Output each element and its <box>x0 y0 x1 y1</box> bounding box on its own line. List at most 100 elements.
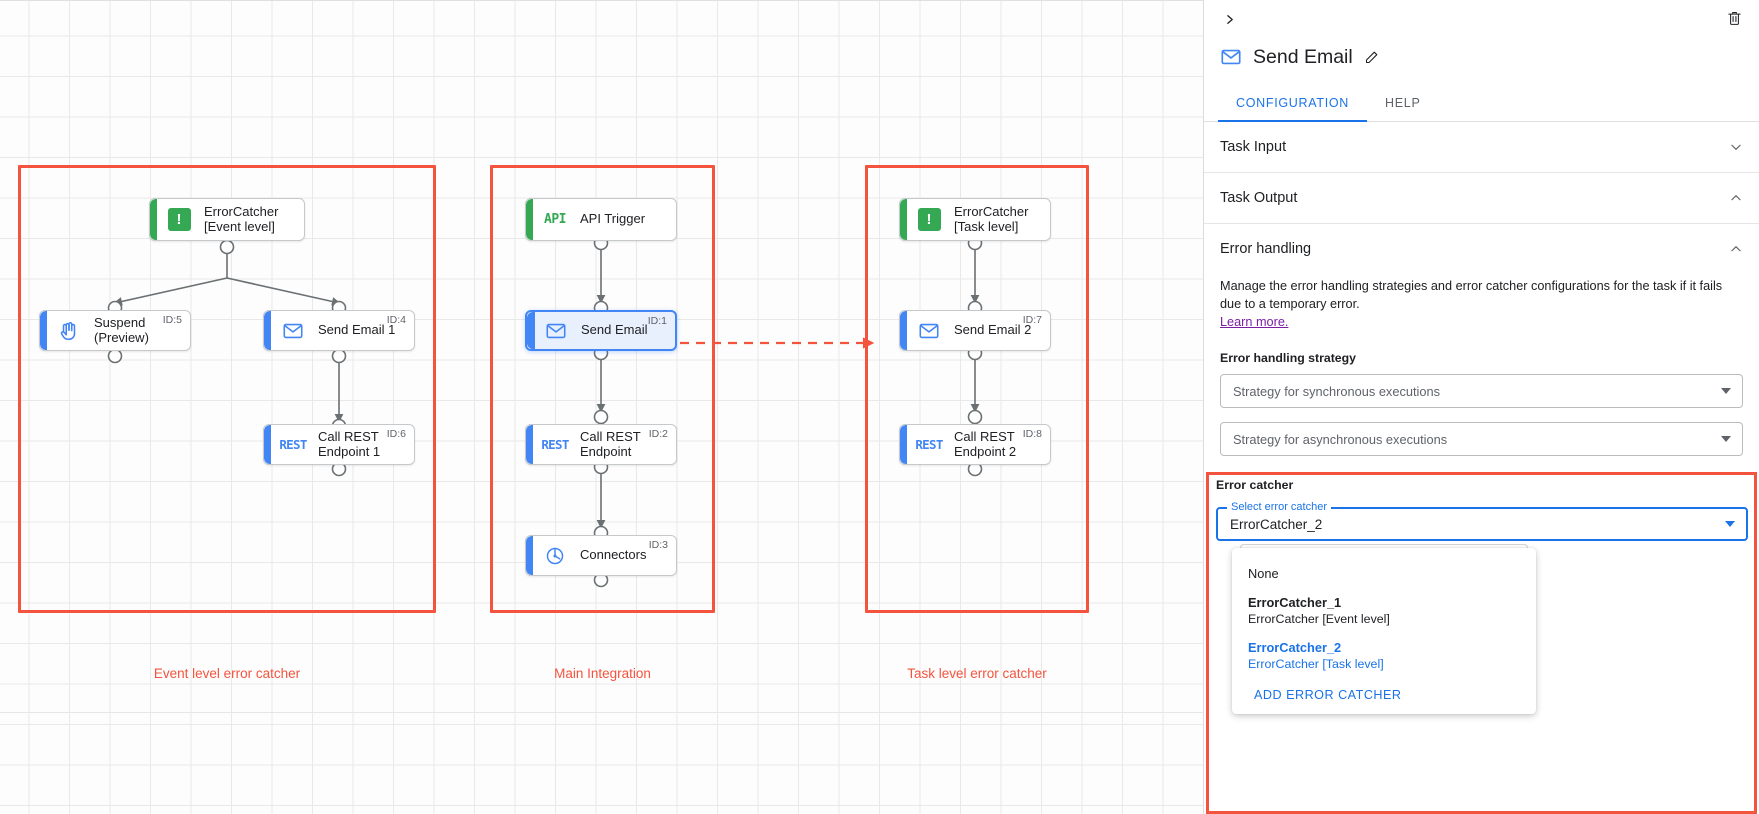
sync-strategy-select[interactable]: Strategy for synchronous executions <box>1220 374 1743 408</box>
node-label: Suspend (Preview) <box>94 315 149 345</box>
node-id-badge: ID:2 <box>648 428 668 440</box>
add-error-catcher-button[interactable]: ADD ERROR CATCHER <box>1254 688 1402 702</box>
section-header-task-output[interactable]: Task Output <box>1220 173 1743 223</box>
node-call-rest-endpoint-1[interactable]: REST Call REST Endpoint 1 ID:6 <box>263 424 415 465</box>
dropdown-option-none[interactable]: None <box>1232 559 1536 588</box>
panel-divider <box>1203 0 1204 814</box>
node-send-email[interactable]: Send Email ID:1 <box>525 310 677 351</box>
option-secondary: ErrorCatcher [Event level] <box>1248 612 1390 626</box>
learn-more-link[interactable]: Learn more. <box>1220 315 1289 329</box>
chevron-down-icon <box>1721 436 1731 442</box>
option-primary: ErrorCatcher_2 <box>1248 640 1342 655</box>
error-catcher-float-label: Select error catcher <box>1227 501 1331 513</box>
rest-icon: REST <box>541 437 569 452</box>
node-connectors[interactable]: Connectors ID:3 <box>525 535 677 576</box>
tab-configuration[interactable]: CONFIGURATION <box>1218 88 1368 122</box>
node-call-rest-endpoint[interactable]: REST Call REST Endpoint ID:2 <box>525 424 677 465</box>
page-title: Send Email <box>1253 45 1353 68</box>
panel-header: Send Email <box>1204 36 1759 74</box>
email-icon <box>1220 46 1242 68</box>
node-accent-bar <box>150 199 157 240</box>
group-caption-main-integration: Main Integration <box>554 666 651 681</box>
delete-task-icon[interactable] <box>1721 5 1747 31</box>
node-accent-bar <box>526 425 533 464</box>
tab-help[interactable]: HELP <box>1385 96 1421 110</box>
error-catcher-block: Error catcher Select error catcher Error… <box>1216 478 1748 541</box>
canvas-top-edge <box>0 0 1204 1</box>
node-id-badge: ID:5 <box>162 314 182 326</box>
option-primary: None <box>1248 566 1279 581</box>
section-header-task-input[interactable]: Task Input <box>1220 122 1743 172</box>
node-accent-bar <box>900 311 907 350</box>
node-send-email-1[interactable]: Send Email 1 ID:4 <box>263 310 415 351</box>
error-catcher-select[interactable]: Select error catcher ErrorCatcher_2 <box>1216 501 1748 541</box>
node-accent-bar <box>526 536 533 575</box>
collapse-panel-icon[interactable] <box>1216 6 1242 32</box>
section-title: Task Input <box>1220 139 1287 155</box>
edit-pencil-icon[interactable] <box>1364 50 1379 65</box>
flow-canvas[interactable]: Event level error catcher Main Integrati… <box>0 0 1204 814</box>
node-label: Call REST Endpoint 2 <box>954 429 1017 459</box>
node-label: Send Email 1 <box>318 322 396 338</box>
section-header-error-handling[interactable]: Error handling <box>1220 224 1743 274</box>
rest-icon: REST <box>279 437 307 452</box>
node-label: Send Email 2 <box>954 322 1032 338</box>
node-api-trigger[interactable]: API API Trigger <box>525 198 677 241</box>
dropdown-option-errorcatcher-1[interactable]: ErrorCatcher_1 ErrorCatcher [Event level… <box>1232 588 1536 633</box>
node-id-badge: ID:4 <box>386 314 406 326</box>
node-label: API Trigger <box>580 211 646 227</box>
async-strategy-select[interactable]: Strategy for asynchronous executions <box>1220 422 1743 456</box>
node-send-email-2[interactable]: Send Email 2 ID:7 <box>899 310 1051 351</box>
section-title: Error handling <box>1220 241 1312 257</box>
group-caption-task-level: Task level error catcher <box>907 666 1047 681</box>
option-secondary: ErrorCatcher [Task level] <box>1248 657 1384 671</box>
error-catcher-highlight-box <box>1206 472 1757 814</box>
node-label: Call REST Endpoint <box>580 429 641 459</box>
node-label: Send Email <box>581 322 648 338</box>
chevron-down-icon <box>1729 140 1743 154</box>
canvas-bottom-edge <box>0 712 1204 713</box>
node-label: ErrorCatcher [Task level] <box>954 204 1029 234</box>
node-accent-bar <box>900 199 907 240</box>
error-catcher-icon: ! <box>916 207 942 233</box>
rest-icon: REST <box>915 437 943 452</box>
chevron-up-icon <box>1729 242 1743 256</box>
node-accent-bar <box>900 425 907 464</box>
node-label: ErrorCatcher [Event level] <box>204 204 279 234</box>
node-label: Connectors <box>580 547 647 563</box>
node-id-badge: ID:8 <box>1022 428 1042 440</box>
chevron-down-icon <box>1721 388 1731 394</box>
node-accent-bar <box>527 312 535 349</box>
hand-icon <box>56 318 82 344</box>
node-accent-bar <box>264 425 271 464</box>
group-box-main-integration <box>490 165 715 613</box>
node-label: Call REST Endpoint 1 <box>318 429 381 459</box>
panel-toolbar <box>1204 0 1759 36</box>
error-catcher-dropdown: None ErrorCatcher_1 ErrorCatcher [Event … <box>1232 548 1536 714</box>
connectors-icon <box>542 543 568 569</box>
sync-strategy-value: Strategy for synchronous executions <box>1233 383 1440 399</box>
group-caption-event-level: Event level error catcher <box>153 666 301 681</box>
section-task-input: Task Input <box>1204 122 1759 173</box>
node-suspend-preview[interactable]: Suspend (Preview) ID:5 <box>39 310 191 351</box>
node-errorcatcher-task-level[interactable]: ! ErrorCatcher [Task level] <box>899 198 1051 241</box>
node-errorcatcher-event-level[interactable]: ! ErrorCatcher [Event level] <box>149 198 305 241</box>
dropdown-option-errorcatcher-2[interactable]: ErrorCatcher_2 ErrorCatcher [Task level] <box>1232 633 1536 678</box>
chevron-up-icon <box>1729 191 1743 205</box>
error-handling-description: Manage the error handling strategies and… <box>1220 279 1723 311</box>
node-id-badge: ID:7 <box>1022 314 1042 326</box>
chevron-down-icon <box>1725 521 1735 527</box>
error-catcher-icon: ! <box>166 207 192 233</box>
node-id-badge: ID:6 <box>386 428 406 440</box>
node-accent-bar <box>264 311 271 350</box>
section-title: Task Output <box>1220 190 1298 206</box>
section-error-handling: Error handling <box>1204 224 1759 274</box>
api-icon: API <box>544 212 566 227</box>
error-handling-strategy-label: Error handling strategy <box>1220 351 1356 365</box>
email-icon <box>543 318 569 344</box>
async-strategy-value: Strategy for asynchronous executions <box>1233 431 1448 447</box>
node-id-badge: ID:1 <box>647 315 667 327</box>
email-icon <box>280 318 306 344</box>
node-call-rest-endpoint-2[interactable]: REST Call REST Endpoint 2 ID:8 <box>899 424 1051 465</box>
